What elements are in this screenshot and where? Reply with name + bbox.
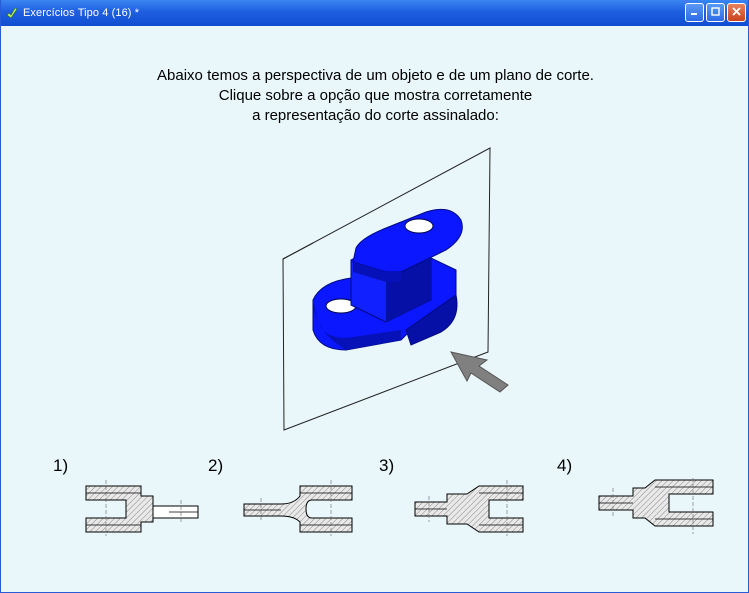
title-bar[interactable]: Exercícios Tipo 4 (16) * [1,0,748,26]
option-1-label: 1) [53,456,69,475]
option-1-section-drawing [85,480,199,536]
cutting-plane [282,147,491,431]
close-button[interactable] [727,3,746,22]
view-direction-arrow [450,351,509,393]
option-2[interactable]: 2) [208,456,358,546]
instructions: Abaixo temos a perspectiva de um objeto … [1,66,749,126]
app-icon [5,6,19,20]
option-4-section-drawing [598,478,714,534]
minimize-icon [690,7,699,19]
option-3-label: 3) [379,456,395,475]
option-1[interactable]: 1) [53,456,203,546]
option-2-section-drawing [243,480,353,536]
option-4-label: 4) [557,456,573,475]
maximize-button[interactable] [706,3,725,22]
option-3[interactable]: 3) [379,456,529,546]
option-2-label: 2) [208,456,224,475]
option-3-section-drawing [414,480,524,536]
window-title: Exercícios Tipo 4 (16) * [23,7,140,19]
minimize-button[interactable] [685,3,704,22]
instruction-line-2: Clique sobre a opção que mostra corretam… [218,87,533,104]
object-3d [312,208,463,351]
instruction-line-1: Abaixo temos a perspectiva de um objeto … [157,67,594,84]
close-icon [732,6,741,19]
instruction-line-3: a representação do corte assinalado: [252,107,499,124]
maximize-icon [711,6,720,19]
option-4[interactable]: 4) [557,456,714,546]
